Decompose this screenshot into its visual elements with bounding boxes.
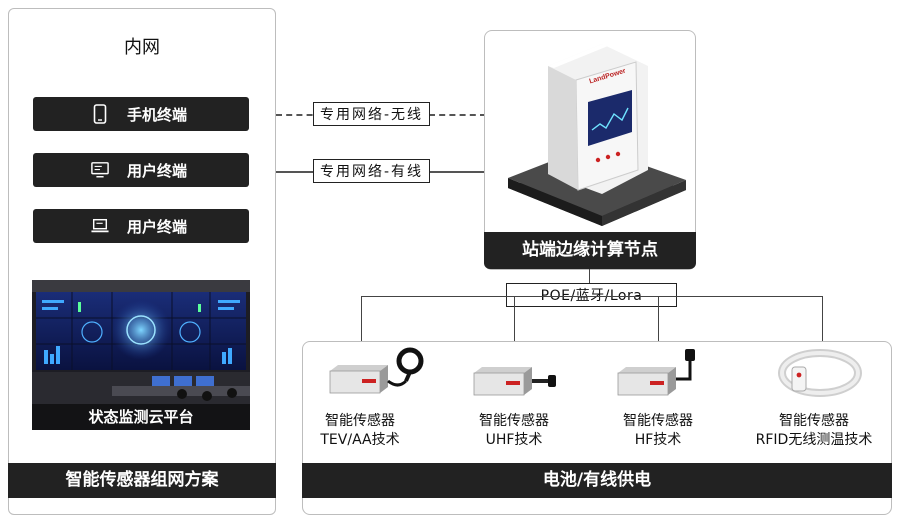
edge-to-protocol-line xyxy=(589,269,590,283)
power-supply-footer: 电池/有线供电 xyxy=(302,463,892,498)
user-terminal-label-2: 用户终端 xyxy=(127,217,188,236)
hf-sensor-device xyxy=(606,345,716,405)
mobile-terminal-item: 手机终端 xyxy=(33,97,249,131)
sensor-bus-line xyxy=(361,296,823,297)
tev-aa-sensor-device xyxy=(318,345,438,405)
edge-node-title: 站端边缘计算节点 xyxy=(484,232,696,269)
user-terminal-item-1: 用户终端 xyxy=(33,153,249,187)
uhf-sensor-device xyxy=(462,355,572,405)
sensor-tev-aa: 智能传感器 TEV/AA技术 xyxy=(304,412,416,450)
sensor-hf-name: 智能传感器 xyxy=(623,413,693,429)
laptop-icon xyxy=(91,217,109,235)
mobile-terminal-label: 手机终端 xyxy=(127,105,188,124)
sensor-rfid: 智能传感器 RFID无线测温技术 xyxy=(738,412,890,450)
networking-scheme-footer: 智能传感器组网方案 xyxy=(8,463,276,498)
sensor-drop-4 xyxy=(822,296,823,342)
intranet-title: 内网 xyxy=(124,37,160,58)
mobile-phone-icon xyxy=(91,104,109,124)
sensor-tev-aa-name: 智能传感器 xyxy=(325,413,395,429)
wireless-network-label: 专用网络-无线 xyxy=(313,102,431,126)
sensor-drop-1 xyxy=(361,296,362,342)
protocol-label: POE/蓝牙/Lora xyxy=(506,283,677,307)
edge-device-image: LandPower xyxy=(490,38,690,228)
sensor-uhf-name: 智能传感器 xyxy=(479,413,549,429)
sensor-tev-aa-tech: TEV/AA技术 xyxy=(320,432,400,448)
rfid-temperature-sensor-device xyxy=(770,345,880,405)
monitoring-platform-caption: 状态监测云平台 xyxy=(32,404,250,430)
sensor-hf: 智能传感器 HF技术 xyxy=(602,412,714,450)
user-terminal-item-2: 用户终端 xyxy=(33,209,249,243)
wired-network-label: 专用网络-有线 xyxy=(313,159,431,183)
sensor-drop-3 xyxy=(658,296,659,342)
sensor-rfid-name: 智能传感器 xyxy=(779,413,849,429)
sensor-hf-tech: HF技术 xyxy=(634,432,682,448)
user-terminal-label-1: 用户终端 xyxy=(127,161,188,180)
intranet-panel xyxy=(8,8,276,515)
sensor-uhf-tech: UHF技术 xyxy=(485,432,543,448)
sensor-uhf: 智能传感器 UHF技术 xyxy=(458,412,570,450)
monitor-icon xyxy=(91,161,109,179)
sensor-drop-2 xyxy=(514,296,515,342)
sensor-rfid-tech: RFID无线测温技术 xyxy=(755,432,873,448)
